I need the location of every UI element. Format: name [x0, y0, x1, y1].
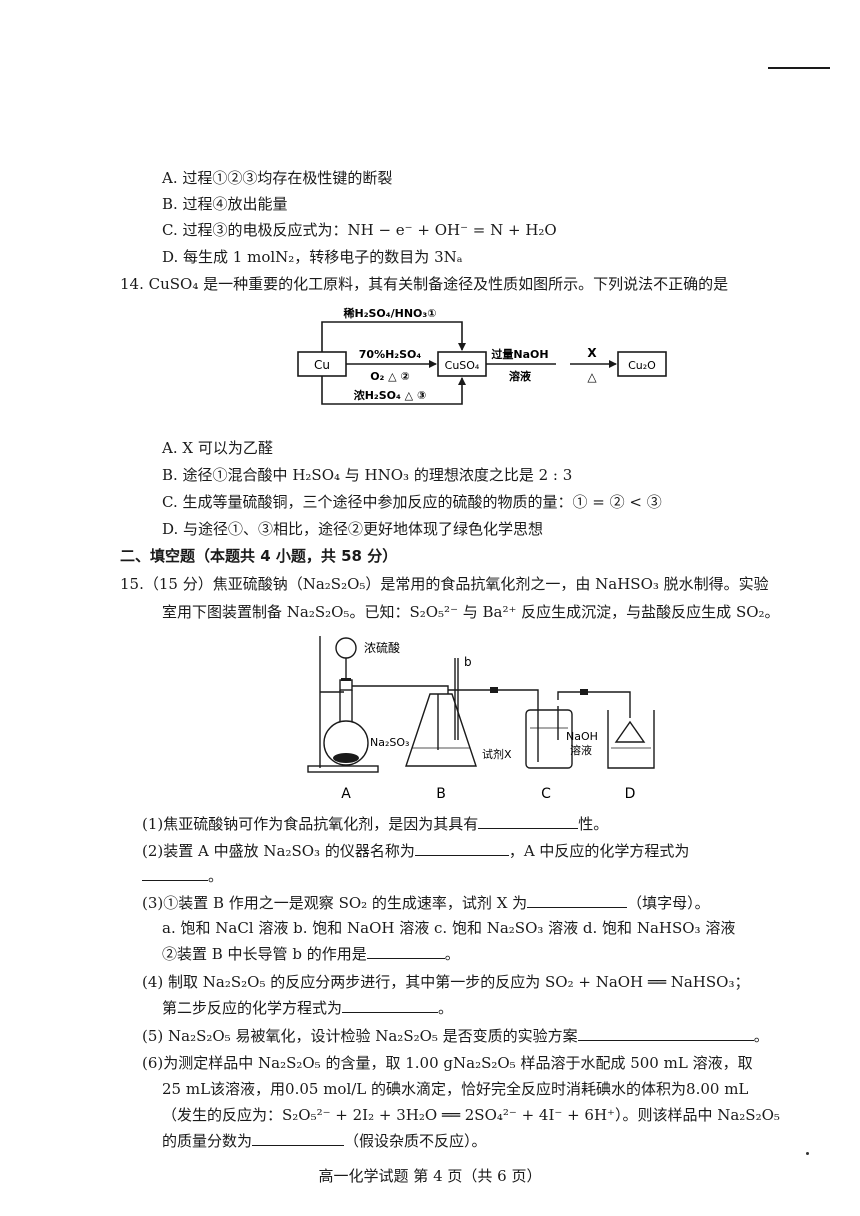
q15-part5-text: (5) Na₂S₂O₅ 易被氧化，设计检验 Na₂S₂O₅ 是否变质的实验方案: [142, 1027, 578, 1045]
q14-option-a: A. X 可以为乙醛: [162, 439, 273, 457]
label-reagent-x: 试剂X: [482, 747, 512, 761]
q14-option-c: C. 生成等量硫酸铜，三个途径中参加反应的硫酸的物质的量：① = ② < ③: [162, 493, 662, 511]
answer-blank-2b[interactable]: [142, 866, 208, 881]
q15-part3-options: a. 饱和 NaCl 溶液 b. 饱和 NaOH 溶液 c. 饱和 Na₂SO₃…: [162, 919, 736, 937]
answer-blank-4[interactable]: [342, 998, 439, 1013]
q15-part5-end: 。: [753, 1027, 769, 1045]
label-na2so3: Na₂SO₃: [370, 736, 409, 749]
cu-label: Cu: [314, 358, 330, 372]
q15-part3: (3)①装置 B 作用之一是观察 SO₂ 的生成速率，试剂 X 为 （填字母）。: [142, 893, 710, 913]
answer-blank-3a[interactable]: [527, 893, 628, 908]
cuso4-label: CuSO₄: [445, 359, 480, 372]
q13-option-b: B. 过程④放出能量: [162, 195, 288, 213]
q14-option-b: B. 途径①混合酸中 H₂SO₄ 与 HNO₃ 的理想浓度之比是 2 : 3: [162, 466, 573, 484]
q15-part3-2-end: 。: [444, 945, 460, 963]
cu2o-label: Cu₂O: [628, 359, 656, 372]
q15-part6-line4: 的质量分数为 （假设杂质不反应）。: [162, 1131, 487, 1151]
naoh-bottom-label: 溶液: [509, 369, 532, 383]
q15-part2: (2)装置 A 中盛放 Na₂SO₃ 的仪器名称为 ，A 中反应的化学方程式为: [142, 841, 689, 861]
q15-apparatus-diagram: 浓硫酸 b Na₂SO₃ 试剂X NaOH 溶液 A B C D: [307, 636, 655, 802]
q15-part1-text: (1)焦亚硫酸钠可作为食品抗氧化剂，是因为其具有: [142, 815, 479, 833]
q15-part3-2: ②装置 B 中长导管 b 的作用是 。: [162, 944, 460, 964]
q15-part6-text: 的质量分数为: [162, 1132, 253, 1150]
q15-part6-line2: 25 mL该溶液，用0.05 mol/L 的碘水滴定，恰好完全反应时消耗碘水的体…: [162, 1080, 749, 1098]
q15-part3-2-text: ②装置 B 中长导管 b 的作用是: [162, 945, 367, 963]
q13-option-a: A. 过程①②③均存在极性键的断裂: [162, 169, 393, 187]
q15-part6-line3: （发生的反应为：S₂O₅²⁻ + 2I₂ + 3H₂O ══ 2SO₄²⁻ + …: [162, 1106, 780, 1124]
route1-label: 稀H₂SO₄/HNO₃①: [343, 306, 436, 320]
x-top-label: X: [587, 346, 597, 360]
q15-part2-cont: 。: [142, 866, 223, 886]
label-naoh-1: NaOH: [566, 730, 598, 743]
label-naoh-2: 溶液: [570, 743, 592, 757]
q15-stem-line2: 室用下图装置制备 Na₂S₂O₅。已知：S₂O₅²⁻ 与 Ba²⁺ 反应生成沉淀…: [162, 603, 780, 621]
q15-part4-cont: 第二步反应的化学方程式为 。: [162, 998, 453, 1018]
q15-part5: (5) Na₂S₂O₅ 易被氧化，设计检验 Na₂S₂O₅ 是否变质的实验方案 。: [142, 1026, 769, 1046]
answer-blank-2a[interactable]: [414, 841, 509, 856]
label-conc-acid: 浓硫酸: [364, 640, 400, 655]
q14-flow-diagram: Cu CuSO₄ Cu₂O 稀H₂SO₄/HNO₃① 70%H₂SO₄ O₂ △…: [297, 306, 667, 405]
route3-label: 浓H₂SO₄ △ ③: [354, 388, 427, 402]
answer-blank-6[interactable]: [252, 1131, 345, 1146]
x-bottom-label: △: [587, 370, 597, 384]
q15-part2-end: 。: [208, 867, 224, 885]
speck: [806, 1152, 809, 1155]
q13-option-c: C. 过程③的电极反应式为：NH − e⁻ + OH⁻ = N + H₂O: [162, 221, 557, 239]
label-d: D: [625, 786, 636, 802]
page-footer: 高一化学试题 第 4 页（共 6 页）: [318, 1167, 542, 1185]
label-b: b: [464, 655, 472, 669]
label-b-device: B: [436, 786, 446, 802]
q15-part6-line1: (6)为测定样品中 Na₂S₂O₅ 的含量，取 1.00 gNa₂S₂O₅ 样品…: [142, 1054, 753, 1072]
q14-option-d: D. 与途径①、③相比，途径②更好地体现了绿色化学思想: [162, 520, 544, 538]
q15-part1: (1)焦亚硫酸钠可作为食品抗氧化剂，是因为其具有 性。: [142, 814, 608, 834]
q15-part1-tail: 性。: [578, 815, 609, 833]
answer-blank-1[interactable]: [478, 814, 579, 829]
q15-part4-text: 第二步反应的化学方程式为: [162, 999, 343, 1017]
naoh-top-label: 过量NaOH: [491, 347, 548, 361]
q15-part3-text: (3)①装置 B 作用之一是观察 SO₂ 的生成速率，试剂 X 为: [142, 894, 528, 912]
label-a: A: [341, 786, 351, 802]
cu2o-box: [617, 351, 667, 377]
section-title: 二、填空题（本题共 4 小题，共 58 分）: [120, 547, 398, 565]
route2-top-label: 70%H₂SO₄: [359, 348, 422, 361]
q14-stem: 14. CuSO₄ 是一种重要的化工原料，其有关制备途径及性质如图所示。下列说法…: [120, 275, 729, 293]
top-rule: [768, 67, 830, 69]
q15-part3-tail: （填字母）。: [627, 894, 710, 912]
q15-part2-text: (2)装置 A 中盛放 Na₂SO₃ 的仪器名称为: [142, 842, 415, 860]
q15-part4: (4) 制取 Na₂S₂O₅ 的反应分两步进行，其中第一步的反应为 SO₂ + …: [142, 973, 750, 991]
route2-bottom-label: O₂ △ ②: [370, 370, 410, 383]
answer-blank-5[interactable]: [577, 1026, 754, 1041]
q15-part2-mid: ，A 中反应的化学方程式为: [508, 842, 690, 860]
q13-option-d: D. 每生成 1 molN₂，转移电子的数目为 3Nₐ: [162, 248, 463, 266]
q15-stem-line1: 15.（15 分）焦亚硫酸钠（Na₂S₂O₅）是常用的食品抗氧化剂之一，由 Na…: [120, 575, 769, 593]
q15-part4-end: 。: [438, 999, 454, 1017]
label-c: C: [541, 786, 551, 802]
q15-part6-end: （假设杂质不反应）。: [344, 1132, 487, 1150]
answer-blank-3b[interactable]: [366, 944, 445, 959]
